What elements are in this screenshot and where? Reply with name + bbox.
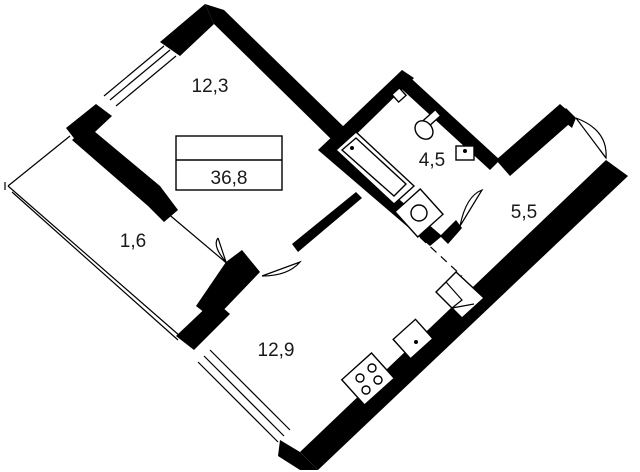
walls xyxy=(66,4,628,470)
balcony-outline xyxy=(4,135,181,341)
fridge-icon xyxy=(435,271,486,319)
wall-bath-top xyxy=(318,70,414,156)
zone-divider xyxy=(409,227,463,277)
vent-icon xyxy=(390,86,408,104)
wall-hall-top-stub xyxy=(560,108,576,128)
wall-top-left-corner xyxy=(160,4,214,56)
wall-bedroom-balcony xyxy=(72,126,178,222)
toilet-icon xyxy=(414,108,442,140)
washing-machine-icon xyxy=(394,188,444,238)
wall-bath-right-top xyxy=(394,70,500,170)
bathroom-fixtures xyxy=(334,86,475,238)
total-area-label: 36,8 xyxy=(211,168,248,189)
sink-icon xyxy=(455,145,475,161)
room-area-bathroom: 4,5 xyxy=(419,150,445,171)
kitchen-fixtures xyxy=(340,271,486,407)
room-area-balcony: 1,6 xyxy=(120,231,146,252)
wall-hall-top xyxy=(496,104,576,176)
wall-bath-bottom-right xyxy=(440,220,462,244)
room-area-kitchen: 12,9 xyxy=(258,340,295,361)
doors xyxy=(215,117,607,277)
wall-kitchen-left xyxy=(176,300,230,350)
wall-top-right xyxy=(205,4,345,140)
room-labels: 12,3 1,6 4,5 5,5 12,9 xyxy=(120,76,537,361)
stove-icon xyxy=(340,351,396,407)
room-area-bedroom: 12,3 xyxy=(192,76,229,97)
kitchen-sink-icon xyxy=(392,318,434,360)
total-area-box: 36,8 xyxy=(175,135,283,191)
windows xyxy=(103,45,291,443)
room-area-hallway: 5,5 xyxy=(511,202,537,223)
wall-kitchen-bottom-corner xyxy=(278,440,318,470)
wall-bedroom-kitchen xyxy=(292,192,362,252)
bathtub-icon xyxy=(334,131,416,205)
